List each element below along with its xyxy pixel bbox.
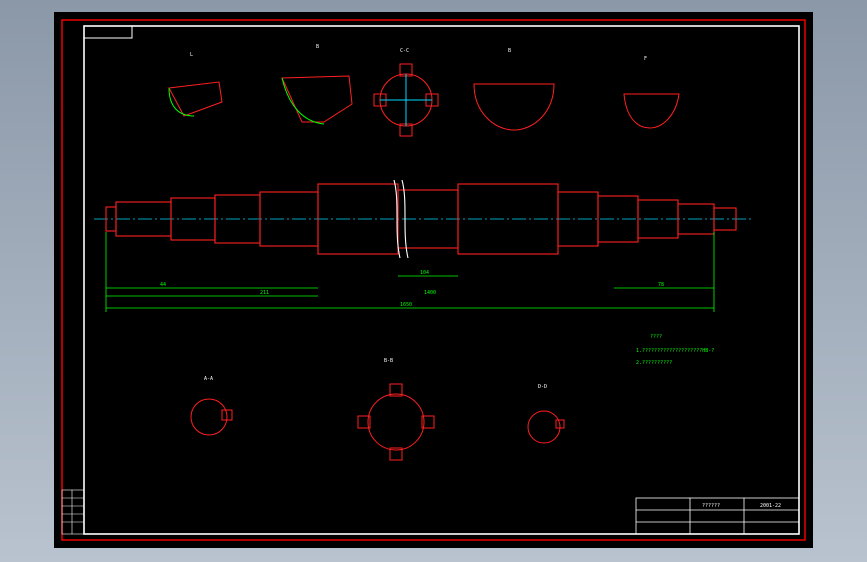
dim-1650: 1650: [400, 302, 412, 308]
section-view-5: [623, 93, 680, 129]
notes-heading: ????: [650, 334, 662, 340]
section-label-top-4: B: [508, 48, 511, 54]
dim-104: 104: [420, 270, 429, 276]
dim-1400: 1400: [424, 290, 436, 296]
section-label-bottom-2: B-B: [384, 358, 393, 364]
bottom-view-dd: [527, 410, 565, 444]
section-label-top-3: C-C: [400, 48, 409, 54]
section-view-2: [281, 75, 353, 125]
notes-line-2: 2.??????????: [636, 360, 672, 366]
section-label-top-5: F: [644, 56, 647, 62]
dim-44: 44: [160, 282, 166, 288]
outer-frame: [61, 19, 806, 541]
section-label-bottom-3: D-D: [538, 384, 547, 390]
title-block: [635, 497, 800, 535]
main-shaft: [105, 179, 737, 259]
revision-table: [61, 489, 85, 535]
corner-box: [83, 25, 133, 39]
section-label-top-1: L: [190, 52, 193, 58]
cad-viewport[interactable]: 44 211 104 1400 1650 78 L B C-C B F A-A …: [54, 12, 813, 548]
dim-78: 78: [658, 282, 664, 288]
section-label-bottom-1: A-A: [204, 376, 213, 382]
section-view-1: [168, 81, 223, 117]
title-drawing-name: ??????: [702, 503, 720, 509]
section-label-top-2: B: [316, 44, 319, 50]
bottom-view-bb: [357, 383, 435, 461]
notes-line-1: 1.????????????????????HB-?: [636, 348, 714, 354]
title-drawing-number: 2001-22: [760, 503, 781, 509]
bottom-view-aa: [190, 398, 233, 436]
dimension-lines: [105, 232, 715, 312]
inner-frame: [83, 25, 800, 535]
shaft-drawing: 44 211 104 1400 1650 78 L B C-C B F A-A …: [61, 19, 806, 541]
dim-211: 211: [260, 290, 269, 296]
section-view-3: [373, 63, 439, 137]
section-view-4: [473, 83, 555, 131]
